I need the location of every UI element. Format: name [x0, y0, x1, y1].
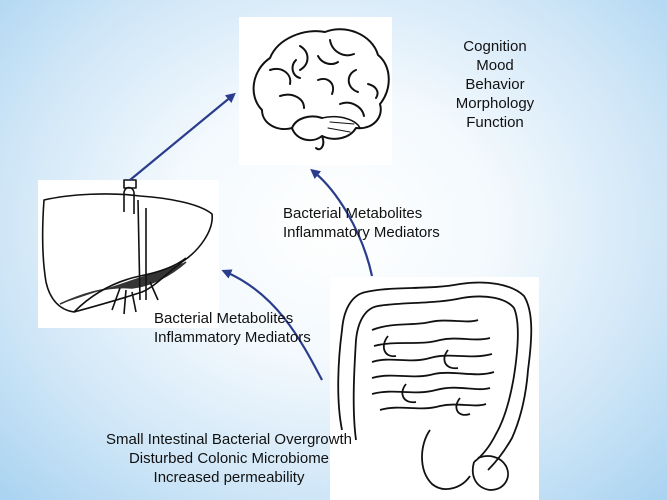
gut-conditions-list: Small Intestinal Bacterial Overgrowth Di…	[74, 430, 384, 487]
condition-sibo: Small Intestinal Bacterial Overgrowth	[106, 431, 352, 448]
arrow-gut-to-liver	[221, 269, 323, 381]
outcome-cognition: Cognition	[463, 38, 527, 55]
intestine-icon	[337, 281, 533, 491]
liver-icon	[41, 179, 213, 315]
mediator-metabolites: Bacterial Metabolites	[154, 310, 294, 327]
gut-liver-mediators-label: Bacterial Metabolites Inflammatory Media…	[154, 309, 311, 347]
mediator-metabolites: Bacterial Metabolites	[283, 205, 423, 222]
outcome-function: Function	[466, 114, 524, 131]
brain-icon	[252, 28, 390, 151]
outcome-behavior: Behavior	[465, 76, 525, 93]
arrow-gut-to-brain	[310, 168, 374, 277]
condition-microbiome: Disturbed Colonic Microbiome	[128, 450, 330, 467]
liver-panel	[38, 180, 219, 328]
outcome-morphology: Morphology	[455, 95, 535, 112]
outcome-mood: Mood	[476, 57, 514, 74]
brain-outcomes-list: Cognition Mood Behavior Morphology Funct…	[430, 37, 560, 132]
gut-brain-mediators-label: Bacterial Metabolites Inflammatory Media…	[283, 204, 440, 242]
mediator-inflammatory: Inflammatory Mediators	[283, 224, 440, 241]
mediator-inflammatory: Inflammatory Mediators	[154, 329, 311, 346]
condition-permeability: Increased permeability	[153, 469, 305, 486]
arrow-liver-to-brain	[129, 92, 236, 181]
